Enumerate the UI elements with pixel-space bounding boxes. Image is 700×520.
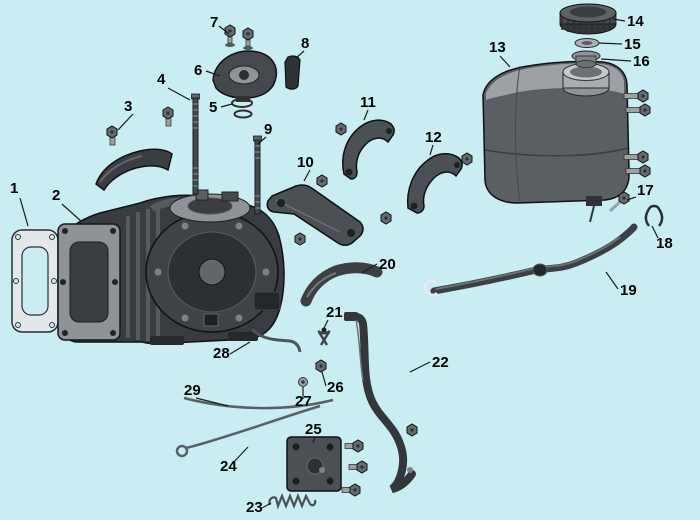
callout-4: 4 (157, 71, 166, 88)
cover-bolts (224, 24, 254, 50)
tank-mount-bolts (623, 89, 651, 178)
heat-shield (95, 125, 173, 192)
head-cover (212, 50, 278, 102)
callout-19: 19 (620, 282, 637, 299)
callout-6: 6 (194, 62, 202, 79)
fuel-line (423, 223, 638, 297)
nut (315, 359, 327, 373)
callout-14: 14 (627, 13, 644, 30)
governor-rod (183, 396, 334, 410)
breather-hose (300, 262, 383, 307)
mounting-plate (286, 436, 368, 497)
callout-3: 3 (124, 98, 132, 115)
valve-bolt (608, 191, 630, 213)
callout-10: 10 (297, 154, 314, 171)
engine-block (57, 189, 285, 345)
cylinder-stud-right (253, 135, 262, 215)
side-plate (284, 55, 301, 90)
fuel-tank (482, 60, 630, 223)
hose-clamp (317, 327, 331, 346)
fork-clip (644, 204, 664, 227)
callout-29: 29 (184, 382, 201, 399)
callout-25: 25 (305, 421, 322, 438)
callout-17: 17 (637, 182, 654, 199)
callout-8: 8 (301, 35, 309, 52)
sealing-rings (231, 98, 253, 119)
callout-2: 2 (52, 187, 60, 204)
cap-washer (574, 38, 600, 48)
throttle-rod (175, 404, 321, 458)
callout-5: 5 (209, 99, 217, 116)
callout-24: 24 (220, 458, 237, 475)
callout-26: 26 (327, 379, 344, 396)
spring (268, 493, 317, 510)
callout-27: 27 (295, 393, 312, 410)
callout-18: 18 (656, 235, 673, 252)
callout-15: 15 (624, 36, 641, 53)
filler-strainer (571, 50, 601, 68)
callout-22: 22 (432, 354, 449, 371)
gasket (11, 229, 59, 333)
bracket-curved-upper (335, 119, 395, 180)
link-wire (249, 326, 302, 353)
washer (298, 377, 308, 387)
callout-16: 16 (633, 53, 650, 70)
callout-23: 23 (246, 499, 263, 516)
callout-13: 13 (489, 39, 506, 56)
leader-lines (19, 18, 659, 509)
fuel-cap (559, 3, 617, 35)
callout-12: 12 (425, 129, 442, 146)
callout-21: 21 (326, 304, 343, 321)
callout-11: 11 (360, 94, 376, 111)
callout-9: 9 (264, 121, 272, 138)
callout-1: 1 (10, 180, 18, 197)
bracket-curved-lower (406, 152, 473, 214)
callout-7: 7 (210, 14, 218, 31)
callout-28: 28 (213, 345, 230, 362)
callout-labels: 1 2 3 4 5 6 7 8 9 10 11 12 13 14 15 16 1… (10, 13, 673, 516)
control-bracket (344, 312, 418, 493)
callout-20: 20 (379, 256, 396, 273)
bracket-lower (266, 174, 392, 246)
cylinder-stud-left (162, 93, 200, 195)
